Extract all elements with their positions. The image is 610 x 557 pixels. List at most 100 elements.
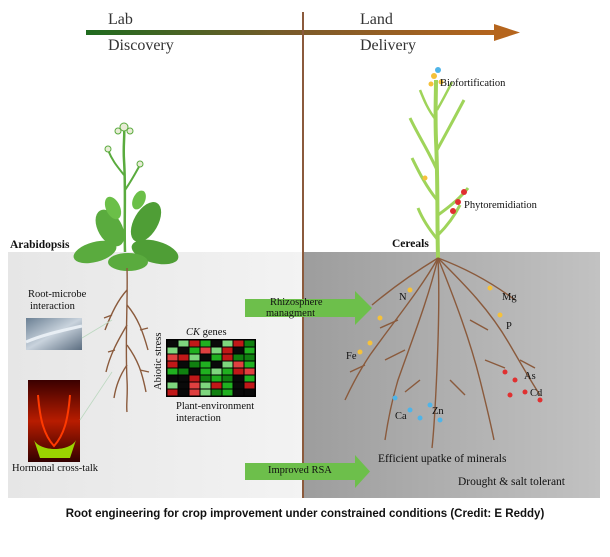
heatmap-cell (233, 354, 244, 361)
heatmap-cell (211, 389, 222, 396)
arabidopsis-roots (103, 267, 150, 413)
heatmap-cell (211, 368, 222, 375)
cereal-plant (408, 67, 470, 259)
heatmap-cell (244, 382, 255, 389)
nutrient-n-label: N (399, 292, 407, 303)
efficient-uptake-label: Efficient upatke of minerals (378, 453, 507, 465)
heatmap-cell (244, 368, 255, 375)
heatmap-cell (200, 368, 211, 375)
nutrient-mg-label: Mg (502, 292, 517, 303)
heatmap-cell (178, 382, 189, 389)
heatmap-cell (244, 340, 255, 347)
ck-genes-label: CK genes (186, 327, 227, 338)
hormonal-crosstalk-label: Hormonal cross-talk (12, 463, 99, 474)
cereals-label: Cereals (392, 238, 429, 250)
heatmap-cell (233, 340, 244, 347)
heatmap-cell (189, 361, 200, 368)
heatmap-cell (211, 340, 222, 347)
heatmap-cell (200, 347, 211, 354)
heatmap-cell (233, 347, 244, 354)
rhizosphere-label-line1: Rhizosphere (270, 297, 323, 308)
biofortification-label: Biofortification (440, 78, 506, 89)
heatmap-cell (222, 375, 233, 382)
timeline-arrow (86, 24, 520, 41)
plant-environment-label-line1: Plant-environment (176, 401, 255, 412)
plant-environment-label-line2: interaction (176, 413, 221, 424)
discovery-label: Discovery (108, 37, 174, 54)
nutrient-ca-label: Ca (395, 411, 407, 422)
heatmap-cell (167, 368, 178, 375)
abiotic-stress-label: Abiotic stress (153, 332, 164, 390)
heatmap-cell (233, 368, 244, 375)
heatmap-cell (167, 389, 178, 396)
heatmap-cell (200, 375, 211, 382)
heatmap-cell (189, 354, 200, 361)
lab-label: Lab (108, 11, 133, 28)
heatmap-cell (233, 375, 244, 382)
heatmap-cell (167, 382, 178, 389)
heatmap-cell (178, 361, 189, 368)
heatmap-cell (189, 375, 200, 382)
heatmap-cell (200, 340, 211, 347)
heatmap-cell (167, 347, 178, 354)
nutrient-zn-label: Zn (432, 406, 444, 417)
heatmap-cell (200, 382, 211, 389)
nutrient-as-label: As (524, 371, 536, 382)
improved-rsa-label: Improved RSA (268, 465, 332, 476)
root-microbe-image (25, 318, 83, 350)
nutrient-cd-label: Cd (530, 388, 543, 399)
heatmap-cell (167, 340, 178, 347)
heatmap-cell (200, 389, 211, 396)
heatmap-cell (178, 340, 189, 347)
heatmap-cell (233, 382, 244, 389)
heatmap-cell (222, 354, 233, 361)
heatmap-cell (244, 389, 255, 396)
heatmap-cell (222, 361, 233, 368)
heatmap-cell (200, 354, 211, 361)
delivery-label: Delivery (360, 37, 416, 54)
heatmap-cell (244, 361, 255, 368)
heatmap-cell (222, 347, 233, 354)
figure-caption: Root engineering for crop improvement un… (65, 508, 545, 520)
nutrient-fe-label: Fe (346, 351, 357, 362)
nutrient-dots (357, 285, 543, 423)
root-microbe-label-line2: interaction (30, 301, 75, 312)
heatmap-cell (211, 382, 222, 389)
root-microbe-label-line1: Root-microbe (28, 289, 87, 300)
heatmap-cell (222, 389, 233, 396)
connector-lines (79, 319, 113, 421)
heatmap-cell (167, 354, 178, 361)
heatmap-cell (244, 347, 255, 354)
heatmap-cell (189, 347, 200, 354)
heatmap-cell (178, 347, 189, 354)
heatmap-cell (167, 375, 178, 382)
heatmap-cell (244, 354, 255, 361)
heatmap-cell (211, 347, 222, 354)
hormonal-image (28, 380, 80, 462)
ck-gene-heatmap (166, 339, 256, 397)
heatmap-cell (222, 368, 233, 375)
heatmap-cell (211, 354, 222, 361)
heatmap-cell (178, 375, 189, 382)
heatmap-cell (233, 389, 244, 396)
heatmap-cell (233, 361, 244, 368)
drought-salt-label: Drought & salt tolerant (458, 476, 565, 488)
rhizosphere-arrow (245, 291, 372, 325)
heatmap-cell (211, 375, 222, 382)
land-label: Land (360, 11, 393, 28)
heatmap-cell (189, 340, 200, 347)
heatmap-cell (178, 368, 189, 375)
heatmap-cell (222, 382, 233, 389)
nutrient-p-label: P (506, 321, 512, 332)
cereal-roots (344, 257, 541, 449)
heatmap-cell (189, 382, 200, 389)
heatmap-cell (211, 361, 222, 368)
heatmap-cell (178, 354, 189, 361)
heatmap-cell (200, 361, 211, 368)
phytoremidiation-label: Phytoremidiation (464, 200, 537, 211)
heatmap-cell (189, 389, 200, 396)
improved-rsa-arrow (245, 455, 370, 488)
heatmap-cell (189, 368, 200, 375)
heatmap-cell (178, 389, 189, 396)
